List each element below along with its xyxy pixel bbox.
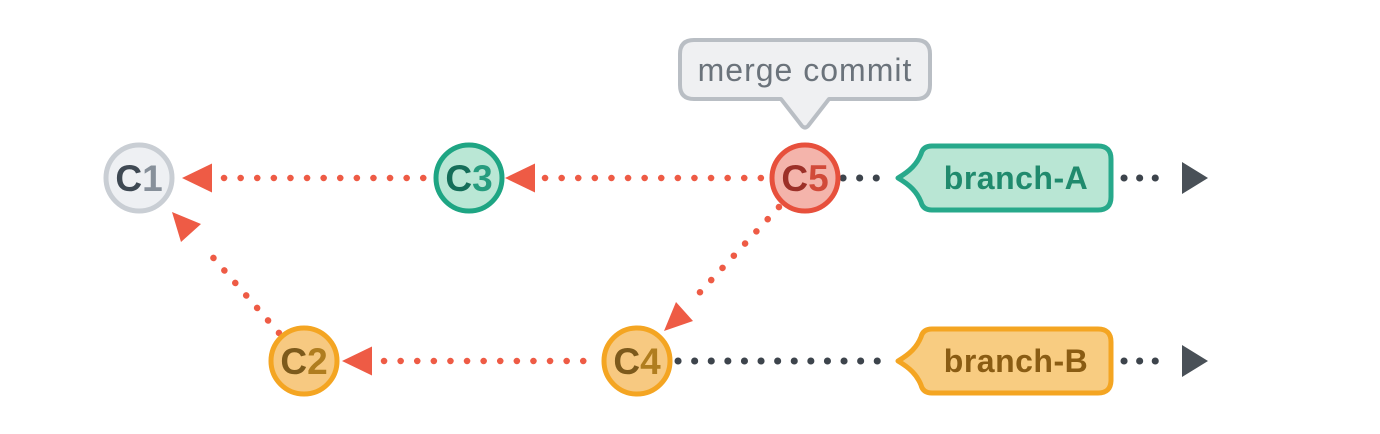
arrowhead-icon: [182, 163, 212, 193]
timeline-end-arrow-icon: [1182, 162, 1208, 194]
edge-dots: [199, 242, 283, 337]
arrowhead-icon: [342, 346, 372, 376]
commit-node-c4: C4: [601, 325, 673, 397]
commit-circle: [103, 142, 175, 214]
commit-node-c5: C5: [769, 142, 841, 214]
edge-c5-to-c3: [505, 163, 770, 193]
branch-a-tag: branch-A: [895, 143, 1114, 213]
timeline-branch-b: [674, 345, 1208, 377]
commit-label: C4: [613, 341, 661, 382]
commit-circle: [268, 325, 340, 397]
arrowhead-icon: [172, 212, 201, 242]
commit-label: C1: [115, 158, 162, 199]
commit-node-c2: C2: [268, 325, 340, 397]
timeline-branch-a: [839, 162, 1208, 194]
commit-circle: [433, 142, 505, 214]
branch-a-label: branch-A: [944, 160, 1088, 196]
commit-circle: [601, 325, 673, 397]
edge-c5-to-c4: [664, 203, 783, 331]
edge-c3-to-c1: [182, 163, 438, 193]
commit-node-c3: C3: [433, 142, 505, 214]
tooltip-merge-commit: merge commit: [678, 38, 932, 130]
edge-c4-to-c2: [342, 346, 602, 376]
commit-label: C5: [781, 158, 828, 199]
commit-label: C3: [445, 158, 492, 199]
timeline-end-arrow-icon: [1182, 345, 1208, 377]
commit-node-c1: C1: [103, 142, 175, 214]
branch-tag-shape: [895, 143, 1114, 213]
edge-dots: [686, 203, 783, 307]
arrowhead-icon: [505, 163, 535, 193]
arrowhead-icon: [664, 302, 693, 331]
branch-b-tag: branch-B: [895, 326, 1114, 396]
tooltip-text: merge commit: [698, 52, 913, 88]
edge-c2-to-c1: [172, 212, 283, 337]
tooltip-bubble: [678, 38, 932, 130]
branch-tag-shape: [895, 326, 1114, 396]
commit-circle: [769, 142, 841, 214]
commit-label: C2: [280, 341, 327, 382]
branch-b-label: branch-B: [944, 343, 1088, 379]
